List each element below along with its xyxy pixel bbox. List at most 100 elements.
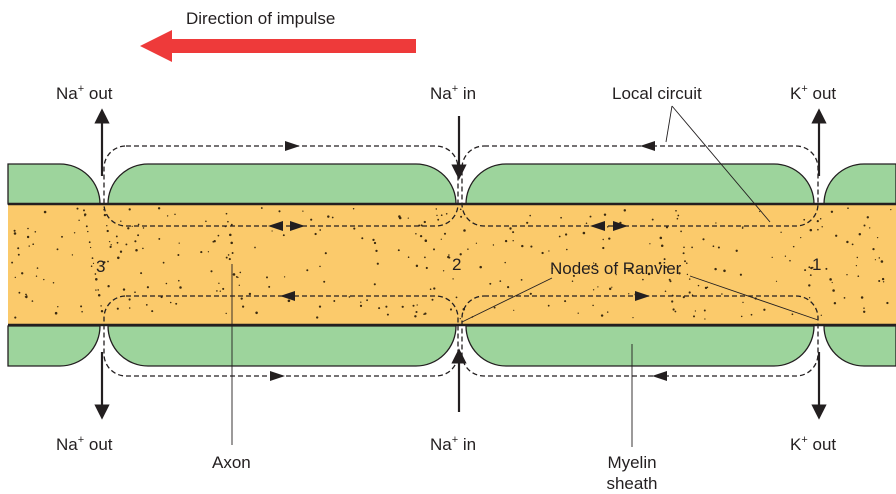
axon-speckle: [459, 208, 462, 211]
axon-speckle: [14, 276, 16, 279]
axon-speckle: [740, 315, 743, 318]
axon-speckle: [704, 286, 708, 290]
axon-speckle: [254, 246, 256, 249]
axon-speckle: [792, 245, 795, 248]
axon-speckle: [122, 288, 126, 291]
axon-speckle: [157, 207, 161, 210]
axon-speckle: [109, 245, 112, 248]
axon-speckle: [589, 215, 592, 218]
axon-speckle: [671, 300, 674, 303]
axon-speckle: [548, 250, 550, 252]
axon-speckle: [704, 318, 706, 320]
current-arrowheads: [268, 141, 667, 381]
axon-speckle: [683, 246, 685, 249]
axon-speckle: [717, 246, 720, 249]
axon-speckle: [13, 232, 17, 235]
axon-speckle: [91, 257, 94, 259]
axon-speckle: [145, 304, 148, 306]
axon-speckle: [676, 217, 679, 220]
axon-speckle: [459, 253, 462, 256]
axon-speckle: [830, 210, 834, 213]
axon-speckle: [116, 307, 119, 310]
axon-speckle: [479, 265, 482, 269]
axon-speckle: [128, 298, 131, 301]
axon-speckle: [846, 274, 848, 276]
axon-speckle: [278, 210, 281, 213]
axon-speckle: [829, 278, 832, 281]
axon-speckle: [526, 221, 529, 224]
axon-speckle: [437, 218, 440, 221]
impulse-arrow-shaft: [162, 39, 416, 53]
axon-speckle: [210, 270, 213, 273]
axon-speckle: [116, 241, 119, 244]
axon-speckle: [551, 267, 554, 270]
axon-speckle: [886, 301, 889, 305]
axon-speckle: [353, 227, 356, 230]
axon-speckle: [572, 274, 575, 277]
axon-speckle: [541, 251, 544, 255]
axon-speckle: [140, 272, 143, 275]
axon-speckle: [603, 213, 607, 216]
axon-speckle: [858, 233, 862, 236]
axon-speckle: [890, 208, 892, 211]
axon-speckle: [560, 216, 562, 219]
axon-speckle: [88, 241, 91, 244]
axon-speckle: [825, 267, 828, 270]
axon-speckle: [565, 248, 568, 251]
axon-speckle: [642, 278, 644, 281]
axon-speckle: [448, 254, 450, 256]
axon-speckle: [819, 218, 822, 220]
axon-speckle: [378, 307, 381, 310]
axon-speckle: [100, 305, 102, 307]
axon-speckle: [564, 233, 568, 236]
axon-speckle: [142, 247, 144, 250]
axon-speckle: [36, 267, 39, 269]
axon-speckle: [869, 227, 871, 229]
axon-speckle: [135, 249, 138, 252]
axon-speckle: [493, 306, 496, 309]
axon-speckle: [227, 254, 230, 256]
axon-speckle: [659, 236, 663, 240]
axon-speckle: [739, 273, 743, 276]
axon-speckle: [440, 238, 442, 240]
axon-speckle: [146, 286, 149, 289]
axon-speckle: [134, 291, 136, 294]
axon-speckle: [401, 305, 404, 308]
axon-speckle: [597, 286, 599, 288]
axon-speckle: [449, 308, 453, 311]
axon-speckle: [452, 278, 454, 280]
axon-speckle: [92, 262, 95, 265]
axon-speckle: [56, 248, 59, 251]
axon-speckle: [103, 261, 106, 264]
axon-speckle: [108, 240, 111, 243]
axon-speckle: [863, 310, 866, 313]
axon-speckle: [608, 237, 611, 240]
ion-flow-arrows: [94, 108, 827, 420]
label-axon: Axon: [212, 453, 251, 472]
axon-speckle: [128, 307, 131, 309]
axon-speckle: [821, 226, 823, 228]
impulse-arrow-head: [140, 30, 172, 62]
axon-speckle: [107, 285, 110, 288]
node-number-1: 1: [812, 255, 821, 274]
axon-core: [8, 204, 896, 324]
axon-speckle: [27, 227, 29, 230]
axon-speckle: [100, 309, 104, 313]
axon-speckle: [35, 275, 38, 277]
axon-speckle: [283, 276, 286, 278]
axon-speckle: [435, 208, 438, 210]
axon-speckle: [442, 270, 445, 272]
axon-speckle: [71, 254, 74, 256]
axon-speckle: [78, 219, 80, 222]
axon-speckle: [375, 249, 378, 253]
axon-speckle: [83, 209, 85, 212]
axon-speckle: [856, 256, 859, 259]
axon-speckle: [682, 296, 685, 299]
axon-speckle: [17, 253, 20, 256]
axon-speckle: [817, 228, 819, 231]
axon-speckle: [735, 249, 738, 252]
axon-speckle: [723, 269, 726, 273]
axon-speckle: [76, 207, 79, 210]
axon-speckle: [810, 266, 813, 270]
